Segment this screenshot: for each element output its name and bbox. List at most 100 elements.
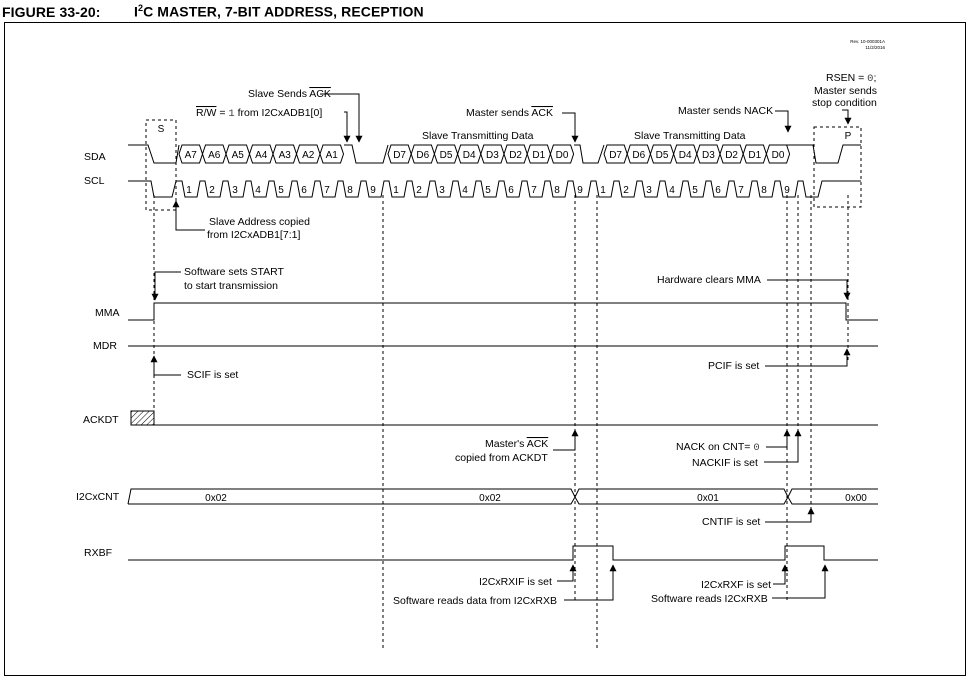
rxif-arrow	[557, 564, 577, 582]
rsen-arrow	[842, 109, 852, 125]
scl-tick-data2-6: 6	[715, 185, 721, 196]
start-condition-box	[145, 119, 177, 211]
scl-tick-data1-4: 4	[462, 185, 468, 196]
slave-transmitting-data-1: Slave Transmitting Data	[422, 130, 534, 142]
address-copied-note-2: from I2CxADB1[7:1]	[207, 229, 300, 241]
i2ccnt-bus	[127, 488, 878, 505]
ackdt-signal-label: ACKDT	[83, 414, 119, 426]
sda-data1-cell-label-4: D4	[463, 150, 476, 161]
software-reads-arrow-1	[564, 564, 617, 601]
mdr-signal-label: MDR	[93, 340, 117, 352]
scl-signal-label: SCL	[84, 175, 105, 187]
sda-nack-stop	[786, 144, 861, 164]
scif-note: SCIF is set	[187, 369, 238, 381]
hardware-clears-mma-note: Hardware clears MMA	[657, 274, 761, 286]
software-reads-arrow-2	[772, 564, 829, 599]
scl-tick-addr-3: 3	[232, 185, 238, 196]
scl-tick-addr-4: 4	[255, 185, 261, 196]
scl-tick-data2-1: 1	[600, 185, 606, 196]
sda-start-segment	[128, 144, 180, 164]
sda-data2-cell-label-1: D7	[609, 150, 622, 161]
scl-tick-data1-7: 7	[531, 185, 537, 196]
sda-address-cell-label-7: A1	[326, 150, 339, 161]
stop-condition-box	[813, 126, 862, 208]
sda-data1-cell-label-5: D3	[486, 150, 499, 161]
rxf-arrow	[773, 564, 789, 585]
sda-data1-cell-label-1: D7	[393, 150, 406, 161]
master-sends-ack-arrow	[562, 112, 579, 143]
scl-tick-data2-2: 2	[623, 185, 629, 196]
scl-tick-addr-5: 5	[278, 185, 284, 196]
rxbf-waveform	[128, 545, 878, 561]
master-ack-copied-arrow	[553, 429, 579, 451]
rsen-note-line3: stop condition	[812, 97, 877, 109]
master-ack-copied-note-2: copied from ACKDT	[455, 452, 548, 464]
sda-address-cell-7	[319, 144, 345, 164]
scl-tick-addr-1: 1	[186, 185, 192, 196]
stop-condition-label: P	[845, 131, 852, 142]
sda-data1-cell-label-3: D5	[440, 150, 453, 161]
rsen-note-line2: Master sends	[814, 85, 877, 97]
sda-data2-cell-label-6: D2	[725, 150, 738, 161]
software-reads-note-1: Software reads data from I2CxRXB	[393, 595, 557, 607]
reference-lines	[153, 195, 849, 650]
scl-waveform	[128, 180, 861, 198]
cnt-value-1: 0x02	[205, 493, 227, 504]
sda-address-cell-label-2: A6	[208, 150, 221, 161]
sda-waveform	[128, 144, 861, 164]
sda-data1-cell-label-7: D1	[532, 150, 545, 161]
cntif-note: CNTIF is set	[702, 516, 760, 528]
scl-tick-data2-5: 5	[692, 185, 698, 196]
sda-address-cell-label-5: A3	[279, 150, 292, 161]
scl-tick-data1-5: 5	[485, 185, 491, 196]
cntif-arrow	[765, 507, 815, 523]
sda-cells: A7 A6 A5 A4 A3 A2 A1 D7 D6 D5 D4 D3 D2 D1 D0 D7 D6 D5 D4 D3…	[178, 144, 791, 164]
mma-signal-label: MMA	[95, 307, 120, 319]
diagram-frame	[4, 22, 966, 676]
scl-tick-data1-9: 9	[577, 185, 583, 196]
cnt-value-2: 0x02	[479, 493, 501, 504]
pcif-note: PCIF is set	[708, 360, 759, 372]
sda-data2-cell-8	[765, 144, 791, 164]
sda-address-cell-label-4: A4	[255, 150, 268, 161]
sda-address-cell-label-3: A5	[232, 150, 245, 161]
mma-waveform	[128, 302, 878, 321]
cnt-value-3: 0x01	[697, 493, 719, 504]
nack-on-cnt-arrow	[766, 429, 791, 448]
software-reads-note-2: Software reads I2CxRXB	[651, 593, 768, 605]
master-ack-copied-note-1: Master's ACK	[485, 438, 548, 450]
sda-data1-cell-label-2: D6	[416, 150, 429, 161]
sda-data1-cell-label-8: D0	[556, 150, 569, 161]
nack-on-cnt-note: NACK on CNT= 0	[676, 441, 760, 454]
sda-data2-cell-label-5: D3	[702, 150, 715, 161]
address-copied-note-1: Slave Address copied	[209, 216, 310, 228]
software-start-note-2: to start transmission	[184, 280, 278, 292]
i2ccnt-signal-label: I2CxCNT	[76, 491, 120, 503]
scl-tick-data1-1: 1	[393, 185, 399, 196]
sda-data2-cell-label-4: D4	[679, 150, 692, 161]
software-start-note-1: Software sets START	[184, 266, 285, 278]
scl-tick-data2-3: 3	[646, 185, 652, 196]
sda-signal-label: SDA	[84, 151, 106, 163]
rsen-note-line1: RSEN = 0;	[826, 72, 876, 85]
scl-tick-data1-8: 8	[554, 185, 560, 196]
figure-title-prefix: I	[134, 3, 138, 20]
sda-address-cell-label-6: A2	[302, 150, 315, 161]
start-condition-label: S	[158, 124, 165, 135]
master-sends-ack-note: Master sends ACK	[466, 107, 553, 119]
sda-data2-cell-label-2: D6	[632, 150, 645, 161]
rw-arrow	[343, 111, 351, 143]
slave-sends-ack-note: Slave Sends ACK	[248, 88, 331, 100]
cnt-value-4: 0x00	[845, 493, 867, 504]
sda-master-ack-low	[574, 144, 605, 164]
slave-sends-ack-arrow	[320, 93, 363, 143]
sda-data2-cell-label-3: D5	[656, 150, 669, 161]
scl-tick-data2-7: 7	[738, 185, 744, 196]
sda-address-cell-label-1: A7	[185, 150, 198, 161]
scl-tick-data2-9: 9	[784, 185, 790, 196]
address-copied-arrow	[172, 200, 205, 231]
master-sends-nack-arrow	[775, 110, 792, 133]
scl-tick-addr-2: 2	[209, 185, 215, 196]
nackif-note: NACKIF is set	[692, 457, 758, 469]
